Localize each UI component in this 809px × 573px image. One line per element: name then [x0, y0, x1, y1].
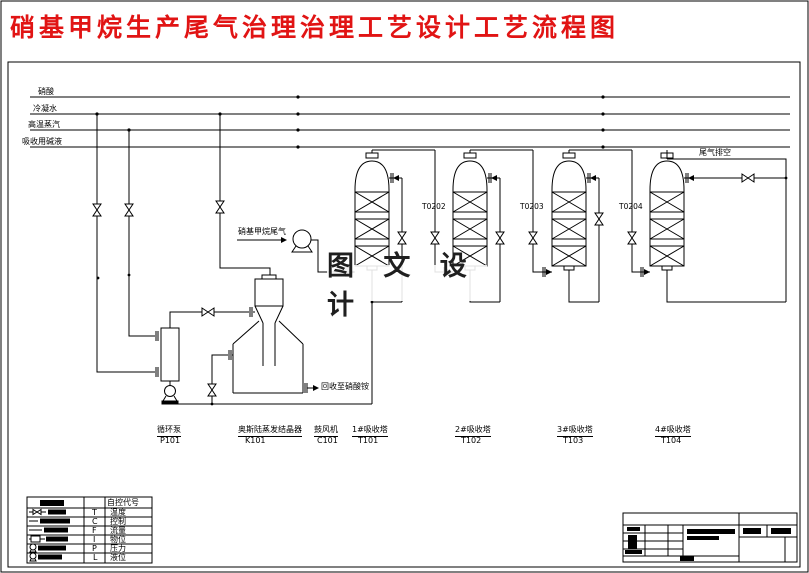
bottom-piping — [162, 350, 372, 405]
legend-header: 自控代号 — [107, 498, 139, 507]
legend-letter-t: T — [92, 508, 97, 517]
equip-name-pump: 循环泵 — [157, 425, 181, 437]
absorber-tower-3 — [536, 149, 600, 278]
page-title: 硝基甲烷生产尾气治理治理工艺设计工艺流程图 — [10, 13, 620, 42]
equip-name-crystallizer: 奥斯陆蒸发结晶器 — [238, 425, 302, 437]
legend-meaning-f: 流量 — [110, 526, 126, 535]
equip-tag-tower4: T104 — [661, 436, 682, 445]
heat-exchanger-symbol — [160, 307, 255, 385]
legend-meaning-c: 控制 — [110, 517, 126, 526]
supply-lines — [96, 114, 271, 377]
legend-letter-i: I — [93, 535, 96, 544]
pump-symbol — [161, 385, 179, 405]
pipeline-label-nitric-acid: 硝酸 — [38, 87, 54, 96]
legend-letter-c: C — [92, 517, 98, 526]
line-tag-t0204: T0204 — [619, 202, 643, 211]
legend-letter-p: P — [92, 544, 97, 553]
legend-table-grid — [26, 496, 153, 564]
pipeline-label-steam: 高温蒸汽 — [28, 120, 60, 129]
vent-label: 尾气排空 — [699, 148, 731, 157]
crystallizer-symbol — [232, 274, 313, 394]
equip-tag-blower: C101 — [317, 436, 338, 445]
feed-gas-label: 硝基甲烷尾气 — [238, 227, 286, 236]
pipeline-label-absorbent: 吸收用碱液 — [22, 137, 62, 146]
equip-tag-crystallizer: K101 — [245, 436, 266, 445]
recovery-label: 回收至硝酸铵 — [321, 382, 369, 391]
equip-tag-tower2: T102 — [461, 436, 482, 445]
equip-name-tower4: 4#吸收塔 — [655, 425, 691, 437]
line-tag-t0202: T0202 — [422, 202, 446, 211]
legend-letter-l: L — [93, 553, 98, 562]
drawing-frame — [7, 61, 801, 568]
equip-tag-pump: P101 — [160, 436, 181, 445]
valve-symbols — [92, 173, 755, 397]
watermark: 图 文 设 计 — [327, 251, 487, 321]
pipeline-label-condensate: 冷凝水 — [33, 104, 57, 113]
pipe-headers — [30, 96, 790, 148]
title-block — [622, 512, 798, 563]
blower-symbol — [291, 229, 313, 253]
legend-letter-f: F — [92, 526, 97, 535]
equip-name-tower2: 2#吸收塔 — [455, 425, 491, 437]
junction-dots — [95, 95, 788, 406]
absorber-tower-4 — [634, 149, 698, 278]
equip-name-tower3: 3#吸收塔 — [557, 425, 593, 437]
legend-meaning-p: 压力 — [110, 544, 126, 553]
line-tag-t0203: T0203 — [520, 202, 544, 211]
feed-gas-line — [237, 239, 340, 273]
equip-tag-tower3: T103 — [563, 436, 584, 445]
legend-meaning-t: 温度 — [110, 508, 126, 517]
equip-name-blower: 鼓风机 — [314, 425, 338, 437]
feed-arrow — [281, 237, 287, 243]
equip-tag-tower1: T101 — [358, 436, 379, 445]
recovery-arrow — [313, 385, 319, 391]
legend-meaning-i: 物位 — [110, 535, 126, 544]
equip-name-tower1: 1#吸收塔 — [352, 425, 388, 437]
legend-meaning-l: 液位 — [110, 553, 126, 562]
